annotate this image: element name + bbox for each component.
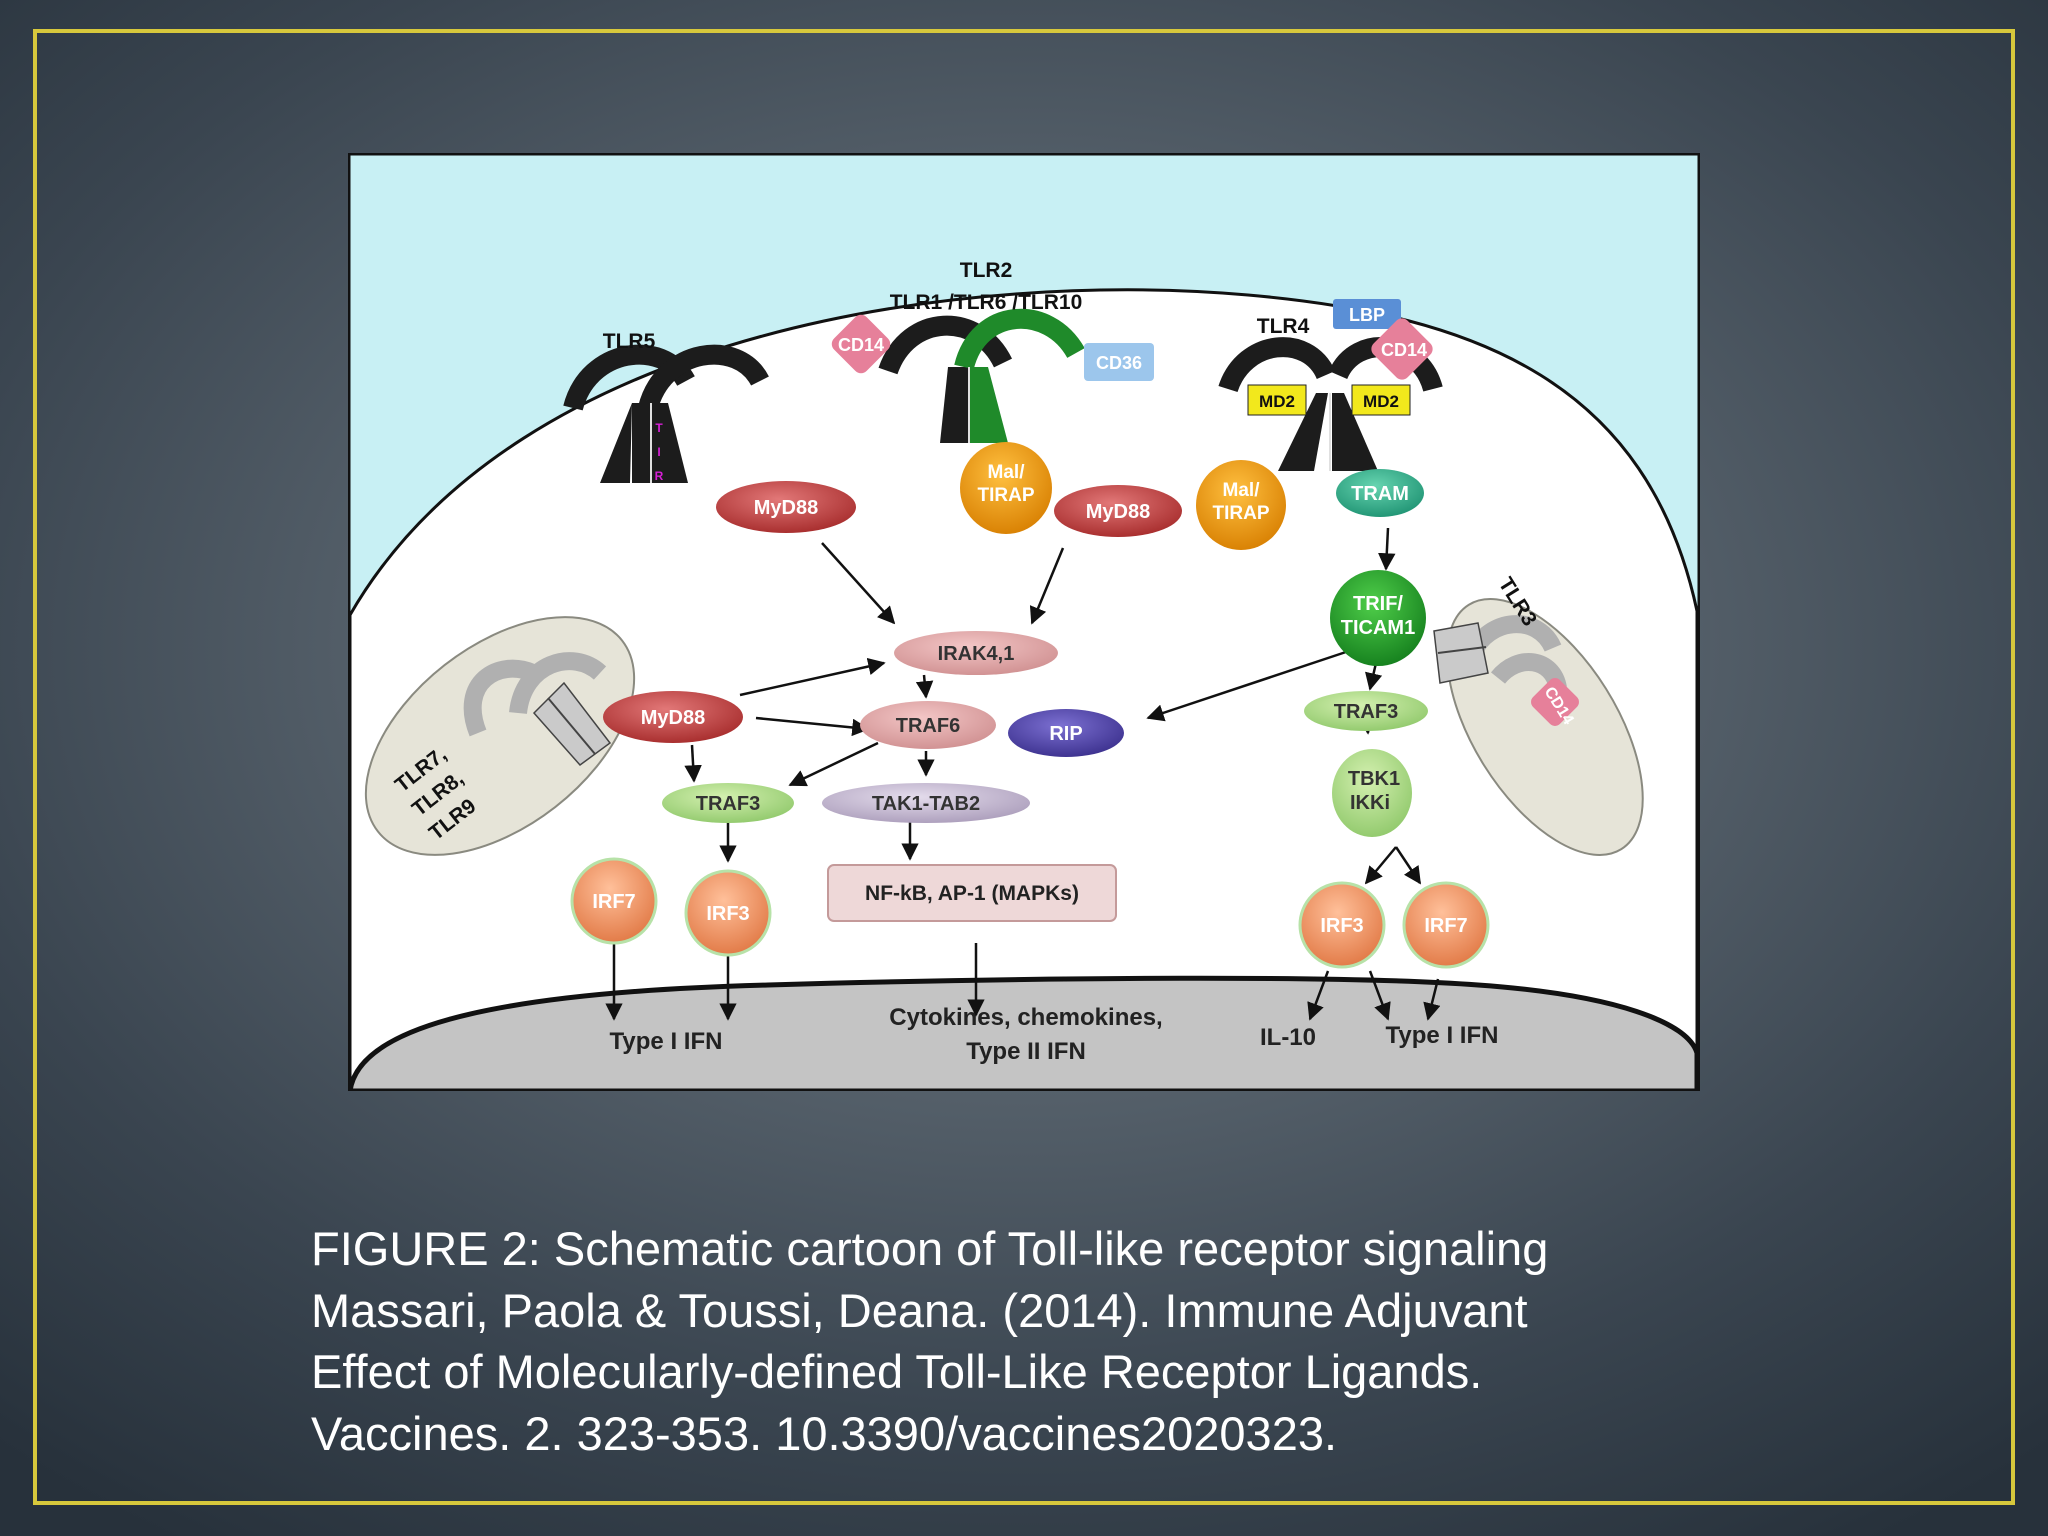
cd14-left-shape [831, 314, 891, 374]
irf7-right-label: IRF7 [1424, 915, 1467, 937]
tram-node [1336, 469, 1424, 517]
irf3-left-node [684, 869, 772, 957]
lbp-label: LBP [1349, 305, 1385, 325]
md2-right-label: MD2 [1363, 392, 1399, 411]
traf6-label: TRAF6 [896, 715, 960, 737]
tak1-tab2-node [822, 783, 1030, 823]
tlr789-receptor [463, 652, 612, 767]
arrow-myd88e-traf3 [684, 744, 702, 783]
tlr-signaling-figure: T I R TLR5 TLR2 TLR1 /TLR6 /TLR10 CD14 C… [348, 153, 1700, 1091]
myd88-tlr2-node [1054, 485, 1182, 537]
md2-right-shape [1351, 384, 1411, 416]
mal-tirap-left-node [960, 442, 1052, 534]
caption-line-2: Massari, Paola & Toussi, Deana. (2014). … [311, 1283, 1528, 1337]
rip-label: RIP [1049, 723, 1082, 745]
cytokines-label: Cytokines, chemokines, [889, 1004, 1162, 1031]
tir-label-t: T [655, 421, 663, 435]
tak1-tab2-label: TAK1-TAB2 [872, 793, 980, 815]
irf3-right-label: IRF3 [1320, 915, 1363, 937]
tir-label-i: I [657, 445, 660, 459]
type2-ifn-label: Type II IFN [966, 1038, 1086, 1065]
figure-caption: FIGURE 2: Schematic cartoon of Toll-like… [311, 1218, 1811, 1464]
myd88-tlr5-label: MyD88 [754, 497, 818, 519]
tlr5-receptor [563, 344, 769, 483]
irf3-right-node [1298, 881, 1386, 969]
arrow-trif-rip [1146, 646, 1359, 722]
mal-tirap-right-line2: TIRAP [1213, 503, 1270, 524]
tlr2-receptor [878, 308, 1085, 443]
arrow-tbk1-irf3 [1364, 846, 1397, 885]
endosome-tlr3 [1446, 598, 1644, 856]
md2-left-label: MD2 [1259, 392, 1295, 411]
caption-line-3: Effect of Molecularly-defined Toll-Like … [311, 1345, 1483, 1398]
tram-label: TRAM [1351, 483, 1409, 505]
traf3-right-node [1304, 691, 1428, 731]
arrow-myd88e-irak [739, 657, 886, 697]
tlr2-label: TLR2 [960, 259, 1013, 282]
traf6-node [860, 701, 996, 749]
irf3-left-label: IRF3 [706, 903, 749, 925]
caption-line-1: FIGURE 2: Schematic cartoon of Toll-like… [311, 1222, 1549, 1275]
tlr4-label: TLR4 [1257, 315, 1310, 338]
myd88-endo-label: MyD88 [641, 707, 705, 729]
irak-label: IRAK4,1 [938, 643, 1015, 665]
traf3-right-label: TRAF3 [1334, 701, 1398, 723]
nfkb-ap1-label: NF-kB, AP-1 (MAPKs) [865, 882, 1079, 905]
trif-line2: TICAM1 [1341, 617, 1415, 639]
cd14-left-label: CD14 [838, 335, 884, 355]
arrow-irf7-type1 [1423, 978, 1441, 1021]
irak-node [894, 631, 1058, 675]
caption-line-4: Vaccines. 2. 323-353. 10.3390/vaccines20… [311, 1406, 1338, 1460]
type1-ifn-right-label: Type I IFN [1386, 1022, 1499, 1049]
myd88-endo-node [603, 691, 743, 743]
cd14-right-label: CD14 [1381, 340, 1427, 360]
arrow-tram-trif [1378, 527, 1396, 571]
arrow-irf3-type1 [1368, 970, 1391, 1021]
arrow-irak-traf6 [915, 674, 934, 699]
myd88-tlr5-node [716, 481, 856, 533]
lbp-shape [1333, 299, 1401, 329]
arrow-myd88-irak [821, 542, 896, 625]
arrow-tbk1-irf7 [1394, 846, 1422, 885]
mal-tirap-right-node [1196, 460, 1286, 550]
rip-node [1008, 709, 1124, 757]
irf7-right-node [1402, 881, 1490, 969]
endosome-tlr789 [364, 616, 636, 856]
irf7-left-node [570, 857, 658, 945]
tlr-signaling-diagram: T I R TLR5 TLR2 TLR1 /TLR6 /TLR10 CD14 C… [348, 153, 1700, 1091]
tbk1-label: TBK1 [1348, 768, 1400, 790]
arrow-myd88e-traf6 [755, 716, 870, 737]
tbk1-ikki-node [1332, 749, 1412, 837]
arrow-traf6-traf3 [788, 741, 879, 787]
mal-tirap-right-line1: Mal/ [1223, 480, 1261, 501]
ikki-label: IKKi [1350, 792, 1390, 814]
il10-label: IL-10 [1260, 1024, 1316, 1051]
tlr1-6-10-label: TLR1 /TLR6 /TLR10 [890, 291, 1083, 314]
tlr5-label: TLR5 [603, 330, 656, 353]
cd14-endo-shape [1531, 678, 1579, 726]
arrow-trif-traf3 [1365, 662, 1383, 691]
cd36-shape [1084, 343, 1154, 381]
slide-frame [33, 29, 2015, 1505]
mal-tirap-left-line2: TIRAP [978, 485, 1035, 506]
irf7-left-label: IRF7 [592, 891, 635, 913]
myd88-tlr2-label: MyD88 [1086, 501, 1150, 523]
nucleus [348, 975, 1700, 1091]
arrow-myd88-irak-2 [1029, 547, 1065, 625]
type1-ifn-left-label: Type I IFN [610, 1028, 723, 1055]
figure-border [348, 153, 1700, 1091]
cd14-right-shape [1371, 318, 1433, 380]
md2-left-shape [1247, 384, 1307, 416]
trif-node [1330, 570, 1426, 666]
traf3-left-label: TRAF3 [696, 793, 760, 815]
cd36-label: CD36 [1096, 353, 1142, 373]
trif-line1: TRIF/ [1353, 593, 1403, 615]
tir-label-r: R [655, 469, 664, 483]
mal-tirap-left-line1: Mal/ [988, 462, 1026, 483]
nfkb-ap1-box [827, 864, 1117, 922]
arrow-irf3-il10 [1307, 970, 1330, 1021]
traf3-left-node [662, 783, 794, 823]
